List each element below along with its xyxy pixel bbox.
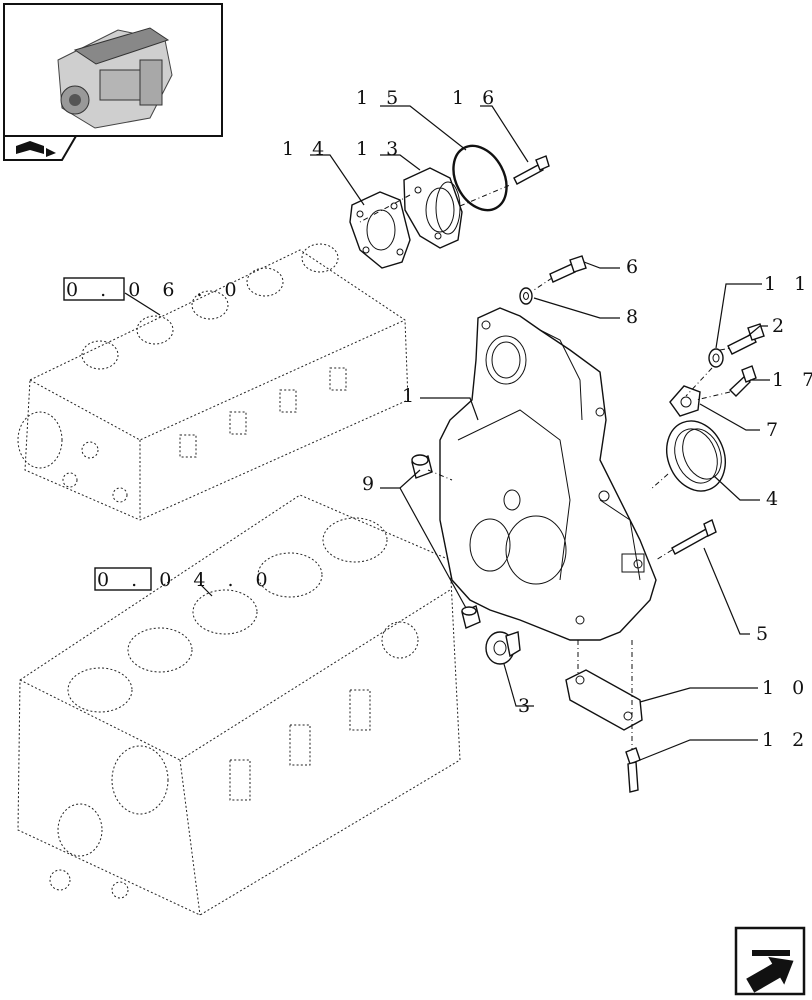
callout-13: 1 3	[356, 138, 404, 160]
book-tab[interactable]	[3, 135, 78, 161]
callout-5: 5	[756, 623, 774, 645]
callout-14: 1 4	[282, 138, 330, 160]
head-ref-label: 0 . 0 6 . 0	[66, 279, 245, 301]
part-seal-4[interactable]	[657, 412, 736, 500]
book-tab-icon	[16, 141, 56, 157]
callout-12: 1 2	[762, 729, 810, 751]
part-stud-5[interactable]	[671, 519, 717, 555]
callout-3: 3	[518, 695, 536, 717]
callout-6: 6	[626, 256, 644, 278]
part-bolt-16[interactable]	[513, 155, 550, 185]
block-ref-label: 0 . 0 4 . 0	[97, 569, 276, 591]
part-bolt-6[interactable]	[549, 255, 587, 283]
engine-thumbnail[interactable]	[3, 3, 223, 137]
part-washer-11[interactable]	[708, 348, 724, 368]
callout-2: 2	[772, 315, 790, 337]
head-ref-link[interactable]: 0 . 0 6 . 0	[63, 277, 245, 316]
part-flywheel-housing-1[interactable]	[439, 307, 657, 641]
callout-17: 1 7	[772, 369, 812, 391]
callout-8: 8	[626, 306, 644, 328]
part-gasket-14[interactable]	[349, 191, 411, 269]
callout-1: 1	[402, 385, 420, 407]
part-washer-8[interactable]	[519, 287, 533, 305]
assembly-lines	[359, 184, 733, 750]
leader-lines	[310, 105, 770, 761]
part-bolt-12[interactable]	[625, 747, 641, 793]
callout-7: 7	[766, 419, 784, 441]
callout-11: 1 1	[764, 273, 812, 295]
callout-15: 1 5	[356, 87, 404, 109]
cylinder-head	[17, 243, 409, 521]
block-ref-link[interactable]: 0 . 0 4 . 0	[94, 567, 276, 597]
callout-16: 1 6	[452, 87, 500, 109]
callout-9: 9	[362, 473, 380, 495]
part-bolt-2[interactable]	[727, 323, 765, 355]
callout-10: 1 0	[762, 677, 810, 699]
part-plug-3[interactable]	[485, 631, 521, 665]
engine-thumbnail-icon	[57, 27, 173, 129]
part-bolt-17[interactable]	[728, 365, 757, 397]
part-bushing-9b[interactable]	[461, 605, 481, 629]
next-page-button[interactable]	[734, 926, 806, 1000]
part-cover-13[interactable]	[403, 167, 463, 249]
callout-4: 4	[766, 488, 784, 510]
engine-block	[17, 494, 461, 916]
next-page-arrow-icon	[746, 950, 794, 993]
part-cover-plate-10[interactable]	[565, 669, 643, 731]
part-flange-7[interactable]	[669, 385, 701, 417]
